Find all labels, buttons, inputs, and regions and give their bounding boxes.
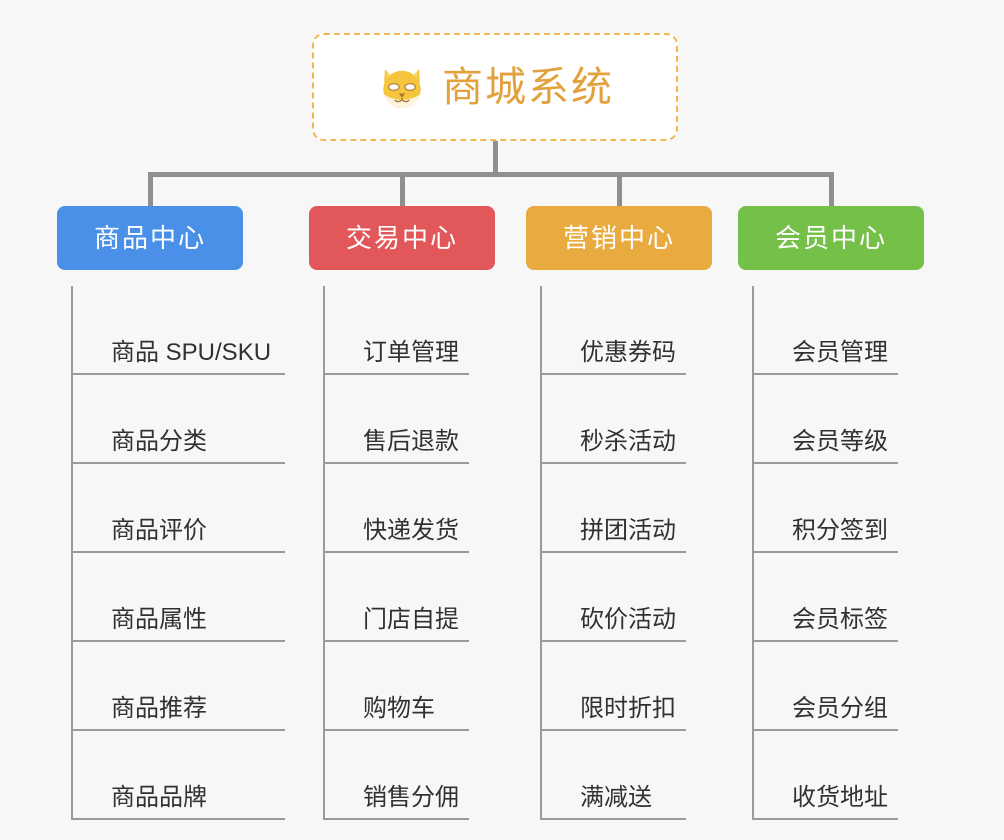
leaf-label: 会员管理 <box>792 339 888 366</box>
root-title: 商城系统 <box>442 63 614 110</box>
leaf-label: 拼团活动 <box>580 517 676 544</box>
leaf-label: 砍价活动 <box>580 606 676 633</box>
category-label: 商品中心 <box>93 223 206 253</box>
connector-drop-4 <box>829 172 834 208</box>
leaf-label: 会员分组 <box>792 695 888 722</box>
shiba-dog-icon <box>383 69 421 109</box>
leaf-label: 优惠券码 <box>580 339 676 366</box>
leaf-label: 商品属性 <box>111 606 207 633</box>
leaf-item[interactable]: 限时折扣 <box>542 642 686 731</box>
leaf-list-4: 会员管理 会员等级 积分签到 会员标签 会员分组 收货地址 <box>752 286 952 820</box>
branch-column-2: 交易中心 订单管理 售后退款 快递发货 门店自提 购物车 销售分佣 <box>309 206 523 836</box>
branch-column-1: 商品中心 商品 SPU/SKU 商品分类 商品评价 商品属性 商品推荐 商品品牌 <box>57 206 287 836</box>
leaf-item[interactable]: 快递发货 <box>325 464 469 553</box>
leaf-item[interactable]: 售后退款 <box>325 375 469 464</box>
category-label: 营销中心 <box>562 223 675 253</box>
leaf-item[interactable]: 商品推荐 <box>73 642 285 731</box>
leaf-item[interactable]: 优惠券码 <box>542 286 686 375</box>
leaf-label: 限时折扣 <box>580 695 676 722</box>
root-node[interactable]: 商城系统 <box>312 33 678 141</box>
leaf-label: 会员等级 <box>792 428 888 455</box>
leaf-label: 秒杀活动 <box>580 428 676 455</box>
category-header-4[interactable]: 会员中心 <box>738 206 924 270</box>
leaf-label: 订单管理 <box>363 339 459 366</box>
leaf-item[interactable]: 商品评价 <box>73 464 285 553</box>
leaf-item[interactable]: 会员管理 <box>754 286 898 375</box>
leaf-list-2: 订单管理 售后退款 快递发货 门店自提 购物车 销售分佣 <box>323 286 523 820</box>
leaf-item[interactable]: 会员分组 <box>754 642 898 731</box>
leaf-item[interactable]: 收货地址 <box>754 731 898 820</box>
connector-drop-3 <box>617 172 622 208</box>
leaf-item[interactable]: 拼团活动 <box>542 464 686 553</box>
branch-column-4: 会员中心 会员管理 会员等级 积分签到 会员标签 会员分组 收货地址 <box>738 206 952 836</box>
category-label: 会员中心 <box>774 223 887 253</box>
connector-root-stem <box>493 141 498 176</box>
connector-horizontal-bus <box>148 172 834 177</box>
leaf-label: 积分签到 <box>792 517 888 544</box>
leaf-item[interactable]: 会员标签 <box>754 553 898 642</box>
leaf-label: 商品分类 <box>111 428 207 455</box>
leaf-item[interactable]: 秒杀活动 <box>542 375 686 464</box>
leaf-item[interactable]: 购物车 <box>325 642 469 731</box>
leaf-item[interactable]: 会员等级 <box>754 375 898 464</box>
category-header-2[interactable]: 交易中心 <box>309 206 495 270</box>
leaf-label: 商品品牌 <box>111 784 207 811</box>
leaf-item[interactable]: 商品分类 <box>73 375 285 464</box>
leaf-label: 销售分佣 <box>363 784 459 811</box>
leaf-label: 满减送 <box>580 784 652 811</box>
leaf-item[interactable]: 商品品牌 <box>73 731 285 820</box>
leaf-label: 购物车 <box>363 695 435 722</box>
leaf-label: 商品 SPU/SKU <box>111 339 272 366</box>
leaf-list-3: 优惠券码 秒杀活动 拼团活动 砍价活动 限时折扣 满减送 <box>540 286 740 820</box>
leaf-label: 收货地址 <box>792 784 888 811</box>
leaf-item[interactable]: 砍价活动 <box>542 553 686 642</box>
leaf-item[interactable]: 商品 SPU/SKU <box>73 286 285 375</box>
branch-column-3: 营销中心 优惠券码 秒杀活动 拼团活动 砍价活动 限时折扣 满减送 <box>526 206 740 836</box>
leaf-label: 门店自提 <box>363 606 459 633</box>
leaf-label: 会员标签 <box>792 606 888 633</box>
leaf-item[interactable]: 积分签到 <box>754 464 898 553</box>
leaf-item[interactable]: 销售分佣 <box>325 731 469 820</box>
connector-drop-2 <box>400 172 405 208</box>
leaf-label: 售后退款 <box>363 428 459 455</box>
leaf-item[interactable]: 满减送 <box>542 731 686 820</box>
category-header-1[interactable]: 商品中心 <box>57 206 243 270</box>
connector-drop-1 <box>148 172 153 208</box>
leaf-label: 商品评价 <box>111 517 207 544</box>
leaf-list-1: 商品 SPU/SKU 商品分类 商品评价 商品属性 商品推荐 商品品牌 <box>71 286 287 820</box>
category-header-3[interactable]: 营销中心 <box>526 206 712 270</box>
leaf-label: 商品推荐 <box>111 695 207 722</box>
leaf-item[interactable]: 订单管理 <box>325 286 469 375</box>
category-label: 交易中心 <box>345 223 458 253</box>
leaf-item[interactable]: 门店自提 <box>325 553 469 642</box>
leaf-item[interactable]: 商品属性 <box>73 553 285 642</box>
leaf-label: 快递发货 <box>363 517 459 544</box>
